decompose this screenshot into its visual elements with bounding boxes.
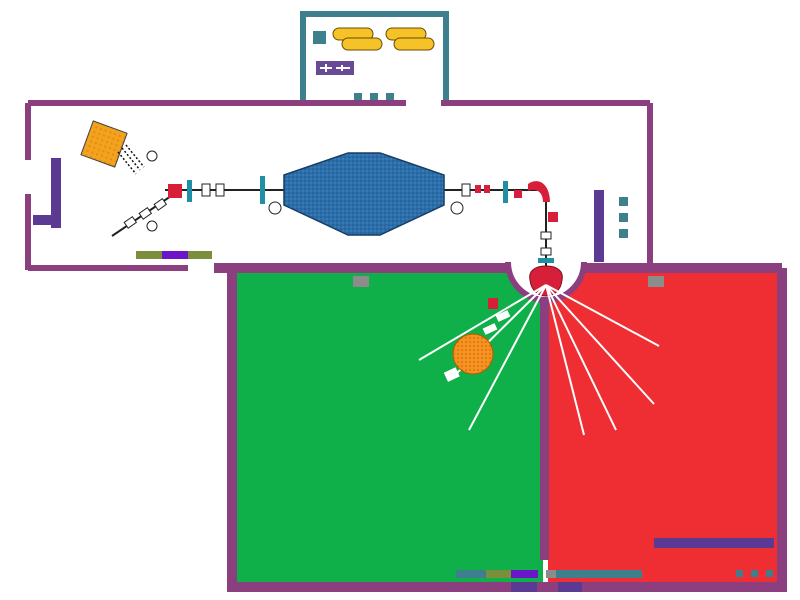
green-room-floor — [233, 272, 543, 582]
secondary-injection-line — [111, 193, 175, 237]
red-room-lower-purple-bar — [654, 538, 774, 548]
upper-room-square-3 — [386, 93, 394, 101]
left-experimental-hall — [233, 272, 543, 582]
yellow-cylinder-left — [332, 27, 383, 51]
upper-room-square-2 — [370, 93, 378, 101]
bottom-notch-right — [558, 582, 582, 592]
downstream-magnet — [548, 212, 558, 222]
red-room-small-square-2 — [751, 570, 758, 577]
focusing-lens-1 — [187, 180, 192, 202]
downstream-diagnostic-2 — [540, 247, 552, 256]
upper-equipment-room — [300, 11, 449, 102]
target-line-device — [443, 367, 460, 382]
right-teal-square-2 — [619, 213, 628, 222]
beam-diagnostic-2 — [215, 183, 225, 197]
focusing-lens-3 — [503, 181, 508, 203]
steering-magnet-1 — [475, 185, 481, 193]
red-room-small-square-3 — [766, 570, 773, 577]
bending-magnet — [528, 181, 550, 202]
red-room-beamline-2 — [545, 284, 655, 405]
red-room-floor — [548, 272, 777, 582]
green-room-gray-square — [353, 276, 369, 287]
target-chamber — [452, 333, 494, 375]
accelerator-tank — [283, 152, 445, 236]
experimental-halls-walls — [214, 261, 787, 592]
ion-source-box — [80, 120, 128, 168]
downstream-diagnostic-1 — [540, 231, 552, 240]
green-room-beamline-3 — [468, 284, 547, 431]
right-teal-square-1 — [619, 197, 628, 206]
right-teal-square-3 — [619, 229, 628, 238]
red-room-gray-square — [648, 276, 664, 287]
green-line-device-1 — [495, 310, 511, 322]
steering-magnet-3 — [514, 190, 522, 198]
downstream-lens — [538, 258, 554, 263]
right-experimental-hall — [548, 272, 777, 582]
source-gauge-bottom — [146, 220, 158, 232]
source-gauge-top — [146, 150, 158, 162]
bottom-utility-strip — [456, 570, 642, 578]
steering-magnet-2 — [484, 185, 490, 193]
green-room-beamline-1 — [418, 284, 547, 361]
yellow-cylinder-right — [385, 27, 435, 51]
right-purple-column — [594, 190, 604, 262]
beam-diagnostic-1 — [201, 183, 211, 197]
green-line-magnet — [488, 298, 498, 309]
vacuum-pump-left — [268, 201, 282, 215]
left-purple-foot — [33, 215, 61, 225]
red-room-small-square-1 — [736, 570, 743, 577]
hall-divider-wall — [540, 300, 549, 560]
lower-left-bar — [136, 251, 212, 259]
ion-source-grid — [117, 144, 145, 175]
upper-room-square-1 — [354, 93, 362, 101]
focusing-lens-2 — [260, 176, 265, 204]
left-purple-column — [51, 158, 61, 228]
main-beamline — [80, 120, 558, 286]
beam-diagnostic-3 — [461, 183, 471, 197]
red-room-beamline-3 — [545, 284, 617, 431]
switching-magnet-area — [418, 265, 660, 436]
upper-room-teal-marker — [313, 31, 326, 44]
injection-magnet — [168, 184, 182, 198]
upper-room-control-unit — [316, 61, 354, 75]
red-room-beamline-1 — [545, 284, 660, 347]
red-room-beamline-4 — [545, 284, 585, 436]
vacuum-pump-right — [450, 201, 464, 215]
upper-room-wall — [300, 11, 449, 102]
halls-outer-wall — [227, 268, 787, 592]
green-line-device-2 — [482, 323, 498, 335]
bottom-notch-left — [511, 582, 537, 592]
